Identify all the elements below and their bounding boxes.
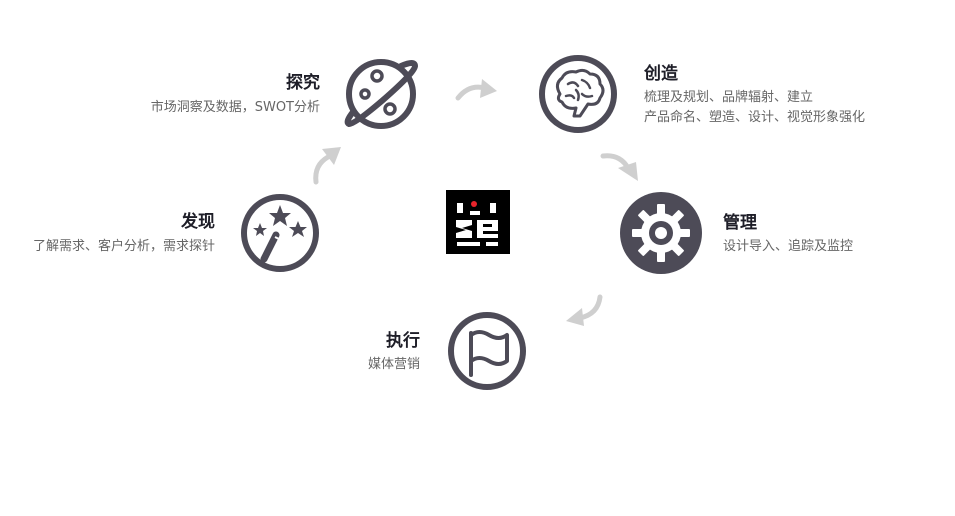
- step-title-tanjiu: 探究: [286, 73, 320, 93]
- cycle-arrow-top: [455, 79, 497, 101]
- flag-icon: [447, 311, 527, 391]
- magic-wand-icon: [240, 193, 320, 273]
- cycle-arrow-bottom: [566, 294, 603, 326]
- step-desc-chuangzao-2: 产品命名、塑造、设计、视觉形象强化: [644, 110, 866, 125]
- brain-icon: [538, 54, 618, 134]
- step-title-faxian: 发现: [181, 212, 215, 232]
- step-desc-faxian: 了解需求、客户分析，需求探针: [32, 239, 215, 254]
- step-desc-tanjiu: 市场洞察及数据，SWOT分析: [150, 100, 320, 115]
- cycle-arrow-left: [313, 147, 341, 185]
- step-desc-zhixing: 媒体营销: [367, 357, 420, 372]
- logo-mark-icon: [456, 201, 498, 246]
- step-desc-chuangzao-1: 梳理及规划、品牌辐射、建立: [644, 90, 814, 105]
- step-title-guanli: 管理: [723, 213, 757, 233]
- center-logo: [446, 190, 510, 254]
- step-desc-guanli: 设计导入、追踪及监控: [723, 239, 854, 254]
- cycle-arrow-right: [600, 153, 638, 181]
- planet-icon: [343, 56, 419, 132]
- step-title-zhixing: 执行: [386, 331, 420, 351]
- gear-icon: [620, 192, 702, 274]
- step-title-chuangzao: 创造: [644, 64, 678, 84]
